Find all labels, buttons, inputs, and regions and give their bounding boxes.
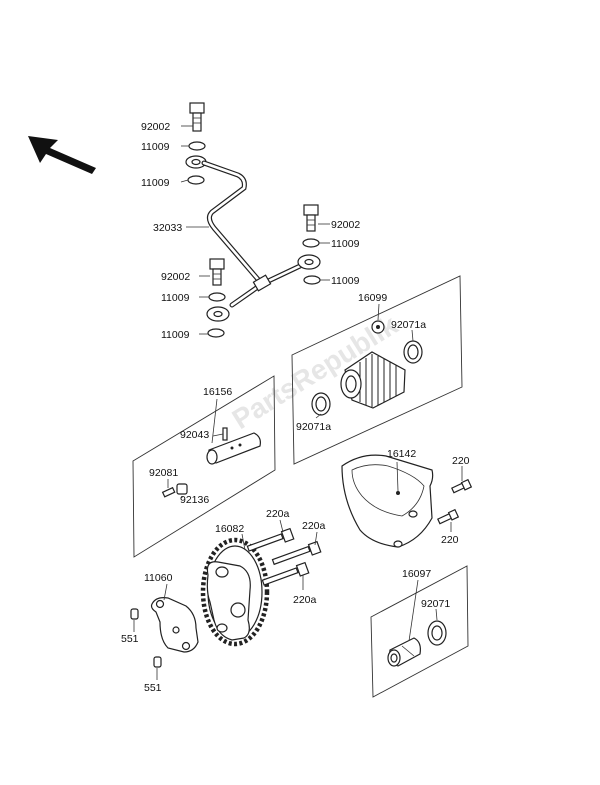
pin-92081	[161, 486, 176, 498]
label-220a-c: 220a	[293, 594, 317, 606]
o-ring-92071a-right	[403, 340, 423, 364]
banjo-bolt-92002-a	[189, 102, 205, 114]
banjo-bolt-92002-c	[209, 258, 225, 270]
front-direction-arrow-icon	[28, 136, 96, 174]
label-220-a: 220	[452, 455, 470, 467]
label-92071: 92071	[421, 598, 450, 610]
label-16097: 16097	[402, 568, 431, 580]
label-11009-f: 11009	[161, 329, 190, 341]
label-92002-c: 92002	[161, 271, 190, 283]
bolt-220-a	[451, 478, 473, 494]
label-220a-b: 220a	[302, 520, 326, 532]
bolt-220a-b	[271, 540, 322, 566]
label-92043: 92043	[180, 429, 209, 441]
washer-11009-c	[302, 238, 320, 248]
washer-11009-a	[188, 141, 206, 151]
part-labels: 92002 11009 11009 32033 92002 11009 9200…	[121, 121, 470, 694]
oil-filter-group-box	[291, 275, 463, 465]
label-551-b: 551	[144, 682, 162, 694]
washer-11009-d	[303, 275, 321, 285]
pin-551-b	[153, 656, 162, 668]
label-92002-b: 92002	[331, 219, 360, 231]
label-92081: 92081	[149, 467, 178, 479]
collar-92136	[176, 483, 188, 495]
label-92071a-b: 92071a	[296, 421, 331, 433]
leader-lines-pipe	[180, 125, 330, 335]
label-220a-a: 220a	[266, 508, 290, 520]
label-92071a-a: 92071a	[391, 319, 426, 331]
label-92136: 92136	[180, 494, 209, 506]
label-11009-b: 11009	[141, 177, 170, 189]
oil-pipe-assembly	[185, 102, 321, 338]
bolt-220a-a	[246, 527, 295, 552]
label-16142: 16142	[387, 448, 416, 460]
pin-92043	[222, 427, 228, 441]
o-ring-92071	[427, 620, 447, 646]
label-16082: 16082	[215, 523, 244, 535]
o-ring-92071a-left	[311, 392, 331, 416]
label-16156: 16156	[203, 386, 232, 398]
label-11009-e: 11009	[161, 292, 190, 304]
shaft-group-box	[132, 375, 276, 558]
pump-cover-16142	[341, 454, 434, 548]
bolt-220a-c	[261, 561, 310, 586]
label-11009-d: 11009	[331, 275, 360, 287]
washer-11009-f	[207, 328, 225, 338]
label-16099: 16099	[358, 292, 387, 304]
label-92002-a: 92002	[141, 121, 170, 133]
label-11060: 11060	[144, 572, 173, 584]
rotor-16097	[387, 637, 421, 667]
label-32033: 32033	[153, 222, 182, 234]
oil-pump-gear-16082	[200, 537, 270, 647]
pin-551-a	[130, 608, 139, 620]
washer-11009-e	[208, 292, 226, 302]
washer-11009-b	[187, 175, 205, 185]
pump-plate-11060	[150, 597, 199, 653]
label-220-b: 220	[441, 534, 459, 546]
label-11009-c: 11009	[331, 238, 360, 250]
label-11009-a: 11009	[141, 141, 170, 153]
banjo-bolt-92002-b	[303, 204, 319, 216]
label-551-a: 551	[121, 633, 139, 645]
shaft-16156	[161, 427, 261, 498]
pump-rotor-group-box	[370, 565, 469, 698]
oil-filter-16099	[340, 320, 406, 409]
bolt-220-b	[437, 508, 460, 525]
